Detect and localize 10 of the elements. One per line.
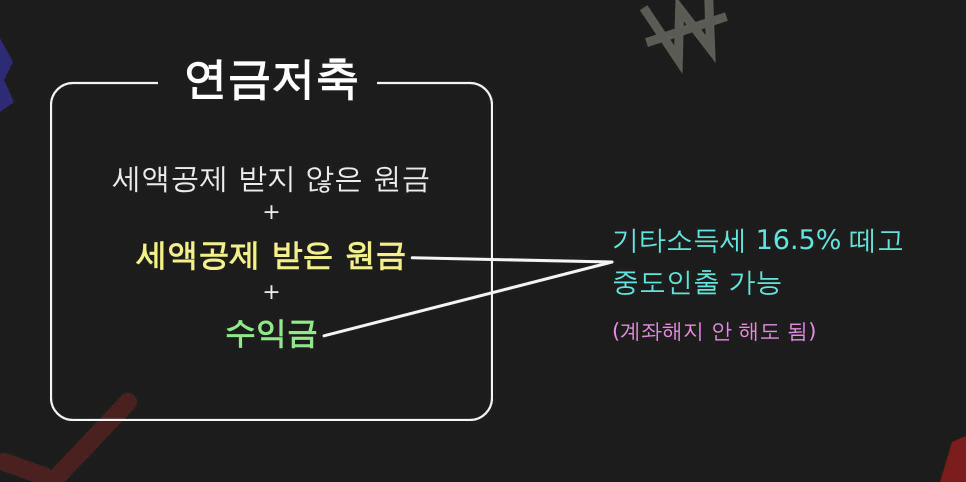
frame-title: 연금저축: [184, 54, 360, 105]
term-label: 세액공제 받은 원금: [136, 238, 406, 274]
note-subtext: (계좌해지 안 해도 됨): [612, 318, 816, 345]
term-label: 세액공제 받지 않은 원금: [112, 162, 430, 196]
plus-sign: +: [262, 200, 281, 226]
term-label: 수익금: [225, 316, 318, 352]
connector-line: [322, 260, 614, 338]
plus-sign: +: [262, 280, 281, 306]
note-text: 기타소득세 16.5% 떼고 중도인출 가능: [612, 224, 905, 300]
connector-line: [410, 256, 614, 264]
